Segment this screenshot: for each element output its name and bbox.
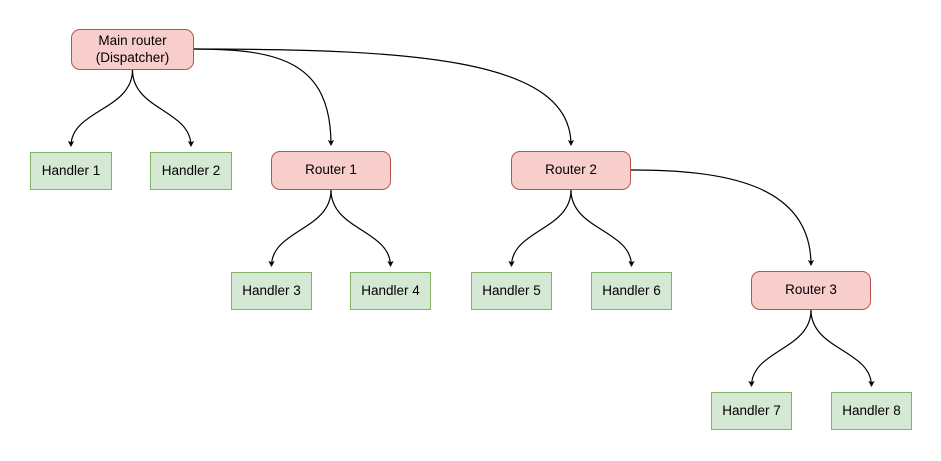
- node-label: Handler 6: [602, 282, 661, 298]
- node-label: Router 2: [545, 162, 597, 178]
- node-handler-8[interactable]: Handler 8: [831, 392, 912, 430]
- node-router-3[interactable]: Router 3: [751, 271, 871, 310]
- node-router-1[interactable]: Router 1: [271, 151, 391, 190]
- node-handler-4[interactable]: Handler 4: [350, 272, 431, 310]
- edge-router-2-to-handler-6[interactable]: [570, 189, 635, 267]
- edge-router-3-to-handler-7[interactable]: [748, 309, 812, 387]
- edge-router-1-to-handler-3[interactable]: [268, 189, 332, 267]
- node-label: Handler 1: [41, 162, 101, 178]
- node-main-router[interactable]: Main router (Dispatcher): [71, 29, 194, 70]
- node-label: Handler 7: [722, 402, 781, 418]
- node-label: Handler 3: [242, 282, 301, 298]
- node-handler-6[interactable]: Handler 6: [591, 272, 672, 310]
- node-label: Handler 2: [161, 162, 221, 178]
- edges: [67, 48, 875, 387]
- node-router-2[interactable]: Router 2: [511, 151, 631, 190]
- edge-main-to-handler-1[interactable]: [67, 69, 134, 147]
- node-label: Router 1: [305, 162, 357, 178]
- node-label: Router 3: [785, 282, 837, 298]
- edge-router-1-to-handler-4[interactable]: [330, 189, 394, 267]
- node-label: Handler 8: [842, 402, 901, 418]
- node-handler-1[interactable]: Handler 1: [30, 152, 112, 190]
- node-label: Handler 5: [482, 282, 541, 298]
- edge-router-2-to-router-3[interactable]: [630, 169, 815, 266]
- edge-main-to-router-1[interactable]: [193, 48, 335, 146]
- node-handler-7[interactable]: Handler 7: [711, 392, 792, 430]
- edge-main-to-handler-2[interactable]: [131, 69, 195, 147]
- node-handler-3[interactable]: Handler 3: [231, 272, 312, 310]
- node-handler-5[interactable]: Handler 5: [471, 272, 552, 310]
- node-label: Main router (Dispatcher): [95, 32, 170, 65]
- node-label: Handler 4: [361, 282, 420, 298]
- edge-router-3-to-handler-8[interactable]: [810, 309, 875, 387]
- edge-main-to-router-2[interactable]: [193, 48, 575, 146]
- edge-router-2-to-handler-5[interactable]: [508, 189, 572, 267]
- node-handler-2[interactable]: Handler 2: [150, 152, 232, 190]
